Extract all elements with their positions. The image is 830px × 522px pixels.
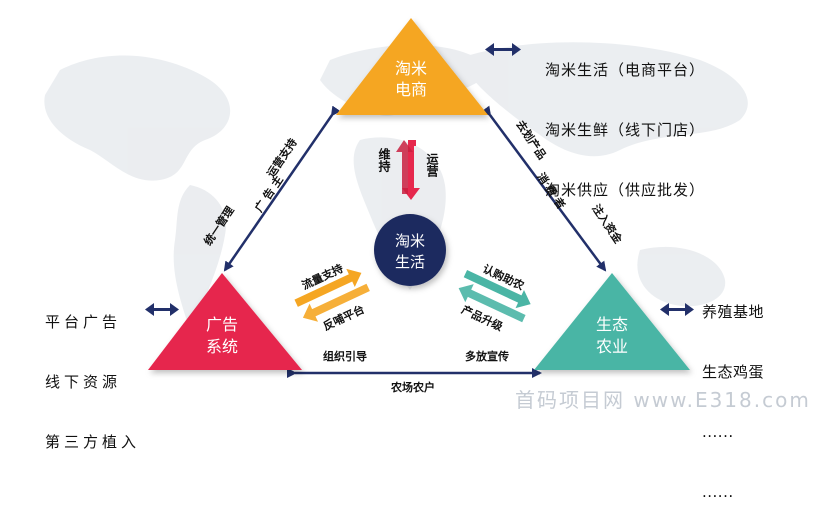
right-triangle bbox=[534, 273, 690, 370]
orange-right-arrow-icon bbox=[294, 268, 362, 307]
badge-top-left-char1: 维持 bbox=[377, 147, 391, 173]
center-circle bbox=[374, 214, 446, 286]
top-badge: 维持 运营 bbox=[377, 140, 439, 200]
node-ad-system: 广告 系统 bbox=[148, 273, 302, 370]
node-taomi-ecommerce: 淘米 电商 bbox=[336, 18, 488, 115]
list-item: ...... bbox=[702, 423, 734, 441]
list-item: 生态鸡蛋 bbox=[702, 363, 765, 381]
node-eco-agriculture: 生态 农业 bbox=[534, 273, 690, 370]
double-arrow-top-right bbox=[485, 43, 521, 56]
left-list: 平台广告 线下资源 第三方植入 bbox=[45, 272, 140, 472]
teal-right-arrow-icon bbox=[463, 270, 531, 309]
double-arrow-right bbox=[660, 303, 694, 316]
list-item: 淘米供应（供应批发） bbox=[545, 181, 706, 199]
left-triangle bbox=[148, 273, 302, 370]
bottom-edge-middle-label: 农场农户 bbox=[390, 380, 435, 394]
red-swap-arrow-icon-2 bbox=[396, 140, 413, 194]
ecosystem-diagram: 淘米 电商 广告 系统 生态 农业 淘米 生活 维持 运营 流量支持 反哺平台 … bbox=[44, 18, 748, 394]
center-node-line2: 生活 bbox=[395, 253, 425, 271]
left-edge-arrow bbox=[223, 105, 341, 272]
list-item: 线下资源 bbox=[45, 373, 122, 391]
list-item: 淘米生活（电商平台） bbox=[545, 61, 706, 79]
list-item: 第三方植入 bbox=[45, 433, 141, 451]
bottom-edge-right-label: 多放宣传 bbox=[465, 349, 509, 363]
top-node-line2: 电商 bbox=[395, 80, 427, 99]
center-node-line1: 淘米 bbox=[395, 232, 425, 250]
left-edge-outer-label: 运营支持 bbox=[264, 136, 300, 180]
top-triangle bbox=[336, 18, 488, 115]
badge-top-right-text: 运营 bbox=[425, 153, 439, 178]
left-badge: 流量支持 反哺平台 bbox=[294, 261, 370, 333]
teal-left-arrow-icon bbox=[458, 284, 526, 323]
node-taomi-life: 淘米 生活 bbox=[374, 214, 446, 286]
watermark: 首码项目网 www.E318.com bbox=[515, 388, 811, 412]
list-item: 平台广告 bbox=[45, 313, 122, 331]
orange-left-arrow-icon bbox=[302, 283, 370, 322]
red-swap-arrow-icon bbox=[402, 140, 420, 200]
right-node-line2: 农业 bbox=[596, 337, 628, 356]
top-node-line1: 淘米 bbox=[395, 59, 427, 78]
top-right-list: 淘米生活（电商平台） 淘米生鲜（线下门店） 淘米供应（供应批发） bbox=[545, 20, 705, 220]
left-node-line2: 系统 bbox=[206, 337, 238, 356]
right-node-line1: 生态 bbox=[596, 315, 628, 334]
list-item: 淘米生鲜（线下门店） bbox=[545, 121, 706, 139]
bottom-edge-left-label: 组织引导 bbox=[323, 349, 367, 363]
right-edge-arrow bbox=[481, 105, 607, 272]
double-arrow-left bbox=[145, 303, 179, 316]
list-item: ...... bbox=[702, 483, 734, 501]
right-badge: 认购助农 产品升级 bbox=[458, 261, 531, 334]
list-item: 养殖基地 bbox=[702, 303, 765, 321]
left-node-line1: 广告 bbox=[206, 315, 238, 334]
